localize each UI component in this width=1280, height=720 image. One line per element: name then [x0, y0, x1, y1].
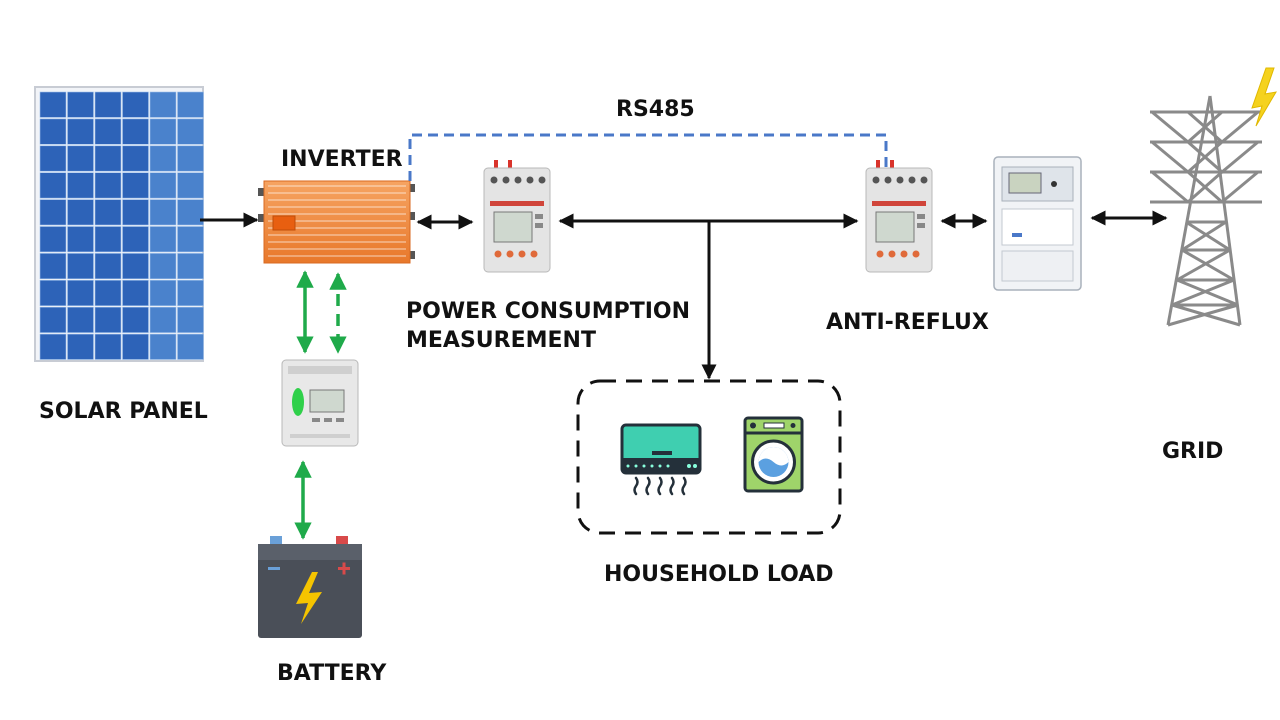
solar-cell: [94, 199, 122, 226]
solar-cell: [67, 145, 94, 172]
rs485-link: [408, 133, 888, 181]
solar-cell: [39, 145, 67, 172]
solar-cell: [67, 172, 94, 199]
solar-cell: [177, 91, 204, 118]
solar-cell: [149, 118, 177, 145]
solar-cell: [122, 145, 149, 172]
solar-cell: [94, 279, 122, 306]
solar-cell: [122, 226, 149, 253]
household-load-label: HOUSEHOLD LOAD: [604, 562, 834, 587]
solar-cell: [67, 91, 94, 118]
solar-cell: [177, 333, 204, 360]
solar-cell: [122, 199, 149, 226]
solar-cell: [39, 279, 67, 306]
solar-cell: [94, 226, 122, 253]
solar-cell: [67, 306, 94, 333]
solar-cell: [177, 118, 204, 145]
lightning-icon: [1251, 67, 1277, 127]
smart-meter-icon: [993, 156, 1082, 291]
solar-cell: [149, 333, 177, 360]
solar-cell: [177, 172, 204, 199]
measurement-label: MEASUREMENT: [406, 328, 596, 353]
solar-cell: [177, 145, 204, 172]
solar-cell: [67, 279, 94, 306]
solar-cell: [177, 306, 204, 333]
anti-reflux-label: ANTI-REFLUX: [826, 310, 989, 335]
inverter-icon: [258, 180, 415, 264]
solar-cell: [177, 199, 204, 226]
solar-cell: [39, 118, 67, 145]
solar-cell: [39, 253, 67, 280]
solar-cell: [122, 279, 149, 306]
rs485-label: RS485: [616, 97, 695, 122]
solar-cell: [67, 118, 94, 145]
solar-cell: [149, 279, 177, 306]
inverter-label: INVERTER: [281, 147, 403, 172]
solar-cell: [149, 253, 177, 280]
solar-panel-icon: [34, 86, 204, 362]
solar-cell: [67, 333, 94, 360]
solar-cell: [177, 253, 204, 280]
solar-cell: [39, 199, 67, 226]
battery-label: BATTERY: [277, 661, 387, 686]
household-load-boundary: [576, 379, 842, 535]
solar-cell: [149, 91, 177, 118]
solar-cell: [94, 306, 122, 333]
solar-cell: [122, 333, 149, 360]
solar-cell: [122, 253, 149, 280]
washing-machine-icon: [743, 416, 804, 493]
solar-cell: [149, 172, 177, 199]
solar-cell: [122, 91, 149, 118]
power-consumption-meter-icon: [483, 160, 551, 273]
solar-panel-label: SOLAR PANEL: [39, 399, 208, 424]
grid-label: GRID: [1162, 439, 1224, 464]
solar-cell: [177, 226, 204, 253]
solar-cell: [94, 172, 122, 199]
solar-cell: [149, 199, 177, 226]
solar-cell: [149, 226, 177, 253]
solar-cell: [39, 91, 67, 118]
solar-cell: [94, 91, 122, 118]
solar-cell: [39, 333, 67, 360]
power-consumption-label: POWER CONSUMPTION: [406, 299, 691, 324]
solar-cell: [67, 199, 94, 226]
solar-cell: [39, 226, 67, 253]
solar-cell: [149, 306, 177, 333]
transmission-tower-icon: [1150, 95, 1262, 327]
solar-cell: [67, 253, 94, 280]
solar-cell: [122, 118, 149, 145]
solar-cell: [67, 226, 94, 253]
solar-cell: [177, 279, 204, 306]
anti-reflux-meter-icon: [865, 160, 933, 273]
air-conditioner-icon: [620, 423, 702, 496]
solar-cell: [122, 172, 149, 199]
battery-icon: [258, 536, 362, 638]
solar-cell: [122, 306, 149, 333]
solar-cell: [39, 172, 67, 199]
solar-cell: [94, 333, 122, 360]
battery-meter-icon: [281, 359, 359, 447]
solar-cell: [94, 253, 122, 280]
solar-cell: [94, 145, 122, 172]
solar-cell: [149, 145, 177, 172]
solar-cell: [94, 118, 122, 145]
solar-cell: [39, 306, 67, 333]
